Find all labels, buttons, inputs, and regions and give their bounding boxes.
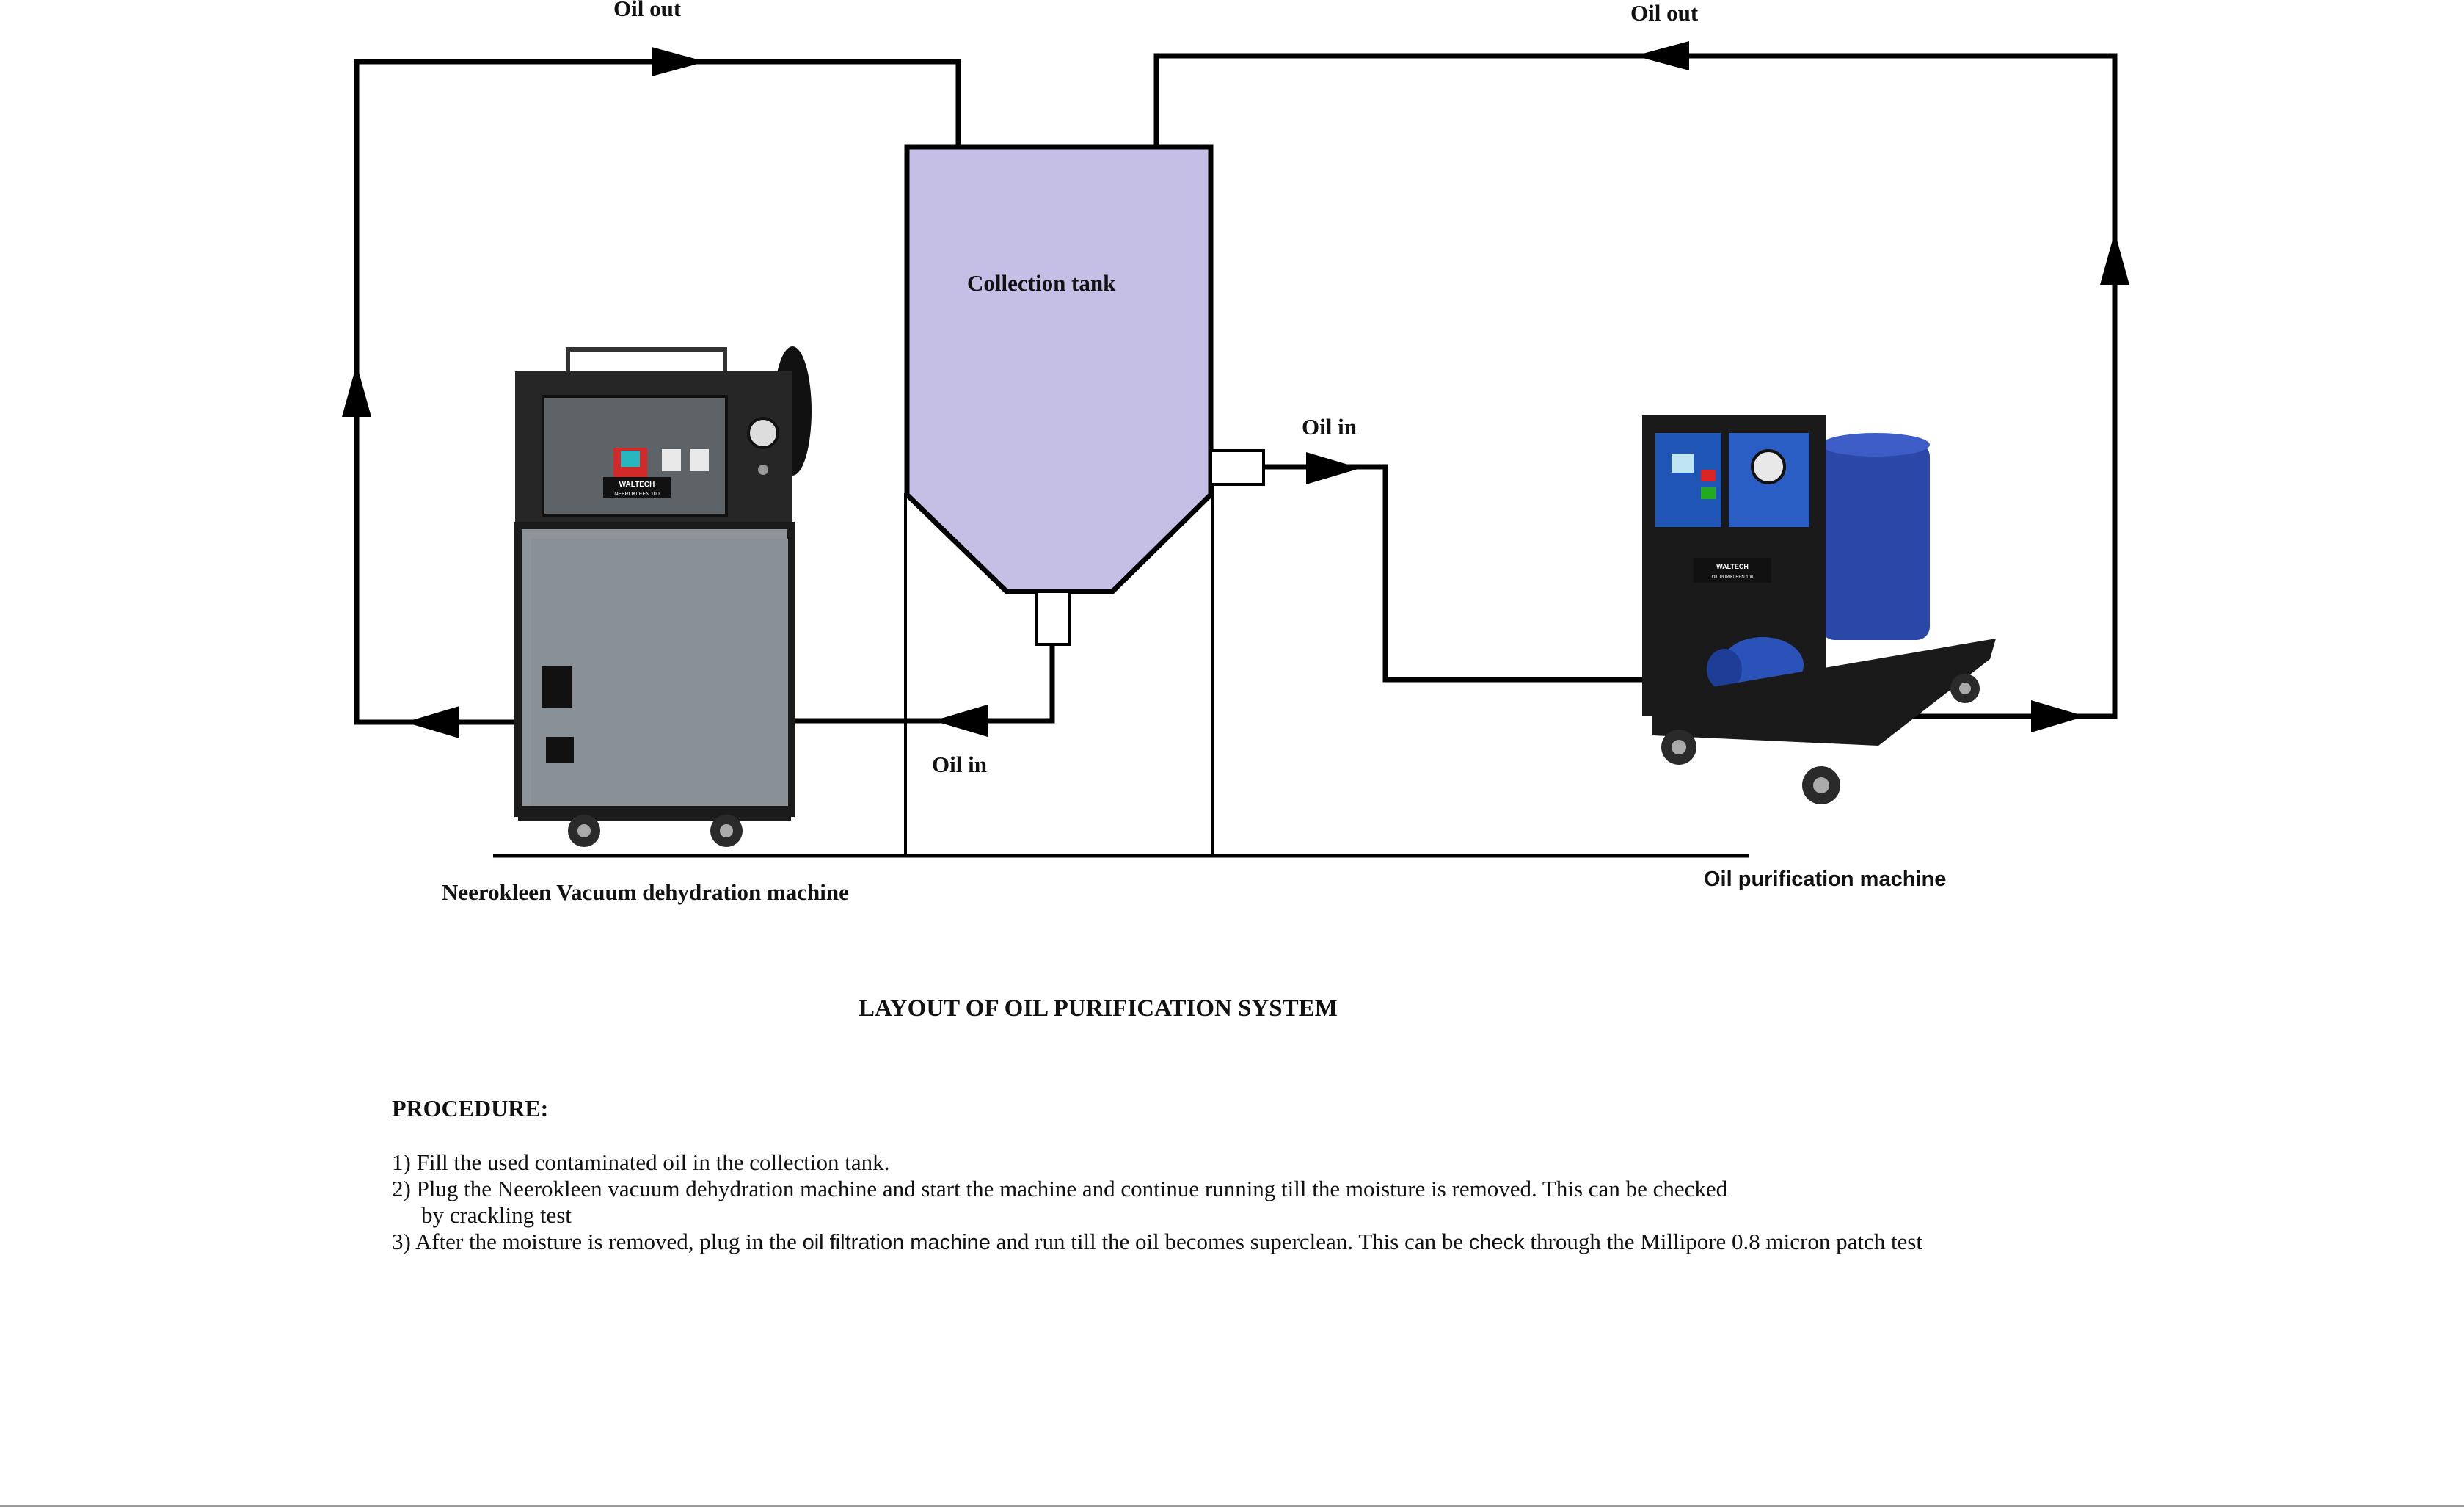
left-machine-brand: WALTECH <box>619 481 655 489</box>
arrow-up-left <box>342 364 371 417</box>
arrow-oil-out-right <box>1635 41 1689 70</box>
procedure-step-2-cont: by crackling test <box>421 1202 572 1228</box>
label-oil-in-right: Oil in <box>1302 414 1357 440</box>
procedure-step-2: 2) Plug the Neerokleen vacuum dehydratio… <box>392 1176 1728 1201</box>
arrow-oil-out-left <box>652 47 706 76</box>
arrow-up-right <box>2100 232 2129 285</box>
label-right-machine: Oil purification machine <box>1704 868 1947 891</box>
right-machine-nameplate <box>1694 558 1771 583</box>
arrow-oil-in-bottom <box>933 705 988 737</box>
arrow-oil-in-right <box>1306 452 1360 484</box>
left-machine-model: NEEROKLEEN 100 <box>614 492 660 497</box>
label-left-machine: Neerokleen Vacuum dehydration machine <box>442 879 849 905</box>
page-bottom-rule <box>0 1505 2464 1507</box>
left-machine-nameplate <box>603 477 671 498</box>
procedure-step-3: 3) After the moisture is removed, plug i… <box>392 1229 1922 1256</box>
arrow-left-bottom <box>405 706 459 738</box>
step3-part-d: check <box>1468 1231 1525 1254</box>
arrow-right-bottom <box>2031 700 2085 732</box>
right-machine-brand: WALTECH <box>1716 563 1749 570</box>
flow-arrows <box>342 41 2129 738</box>
tank-outlet-nozzle <box>1035 590 1071 646</box>
procedure-heading: PROCEDURE: <box>392 1095 549 1121</box>
step3-part-a: 3) After the moisture is removed, plug i… <box>392 1229 803 1254</box>
label-oil-out-left: Oil out <box>613 0 682 21</box>
procedure-step-1: 1) Fill the used contaminated oil in the… <box>392 1149 890 1175</box>
right-machine-model: OIL PURIKLEEN 100 <box>1712 575 1754 580</box>
step3-part-e: through the Millipore 0.8 micron patch t… <box>1524 1229 1923 1254</box>
collection-tank <box>904 144 1214 594</box>
diagram-title: LAYOUT OF OIL PURIFICATION SYSTEM <box>859 995 1338 1022</box>
label-oil-out-right: Oil out <box>1630 0 1699 26</box>
tank-inlet-nozzle <box>1209 449 1265 486</box>
procedure-steps: 1) Fill the used contaminated oil in the… <box>392 1149 1922 1256</box>
neerokleen-machine: WALTECH NEEROKLEEN 100 <box>514 346 812 847</box>
label-oil-in-bottom: Oil in <box>932 752 987 777</box>
oil-purification-machine: WALTECH OIL PURIKLEEN 100 <box>1642 415 1996 804</box>
step3-part-c: and run till the oil becomes superclean.… <box>990 1229 1469 1254</box>
step3-part-b: oil filtration machine <box>802 1231 991 1254</box>
label-collection-tank: Collection tank <box>967 270 1116 296</box>
